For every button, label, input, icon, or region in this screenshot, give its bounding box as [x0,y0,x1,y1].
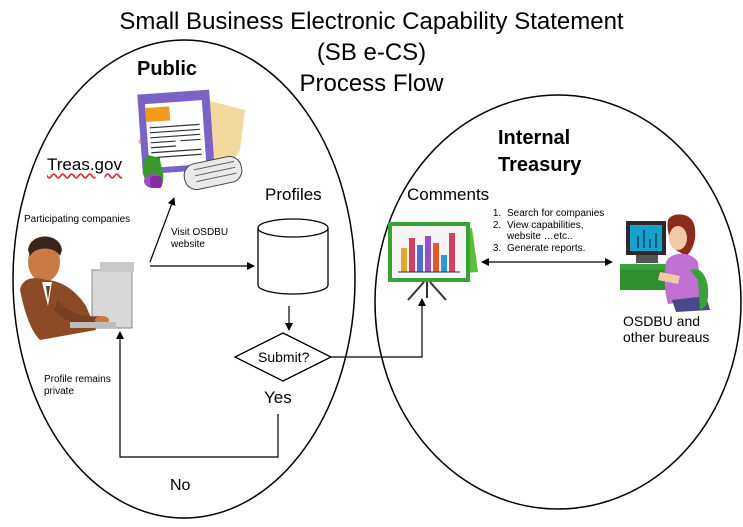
osdbu-label-2: other bureaus [623,329,710,345]
step-item-2: View capabilities, website …etc.. [504,220,597,243]
comments-label: Comments [407,185,490,204]
title-line-2: (SB e-CS) [316,39,427,66]
businessman-computer-icon [20,236,134,340]
treasury-heading-1: Internal [498,127,571,149]
treasury-ellipse [374,94,742,510]
no-path-arrow [116,331,279,458]
treas-gov-label: Treas.gov [47,155,122,174]
participating-companies-label: Participating companies [24,214,131,225]
profiles-label: Profiles [265,185,322,204]
profile-private-label-1: Profile remains [44,374,111,385]
yes-path-arrow [331,298,426,358]
step-item-3: Generate reports. [504,243,604,255]
public-heading: Public [137,58,198,80]
woman-computer-icon [620,214,710,312]
steps-list: Search for companies View capabilities, … [480,208,604,254]
public-ellipse [12,39,356,519]
profiles-database-icon [257,218,329,295]
treasury-heading-2: Treasury [498,154,582,176]
profile-private-label-2: private [44,386,75,397]
step-item-1: Search for companies [504,208,604,220]
submit-label: Submit? [258,349,310,365]
visit-website-arrow [149,197,176,263]
visit-osdbu-label-2: website [171,239,205,250]
newspaper-icon [137,89,245,191]
osdbu-label-1: OSDBU and [623,313,701,329]
submit-decision-diamond [233,332,333,382]
easel-chart-icon [388,222,478,301]
title-line-1: Small Business Electronic Capability Sta… [119,8,624,35]
yes-label: Yes [264,388,292,407]
visit-osdbu-label-1: Visit OSDBU [171,227,229,238]
title-line-3: Process Flow [299,70,444,97]
no-label: No [170,477,191,494]
